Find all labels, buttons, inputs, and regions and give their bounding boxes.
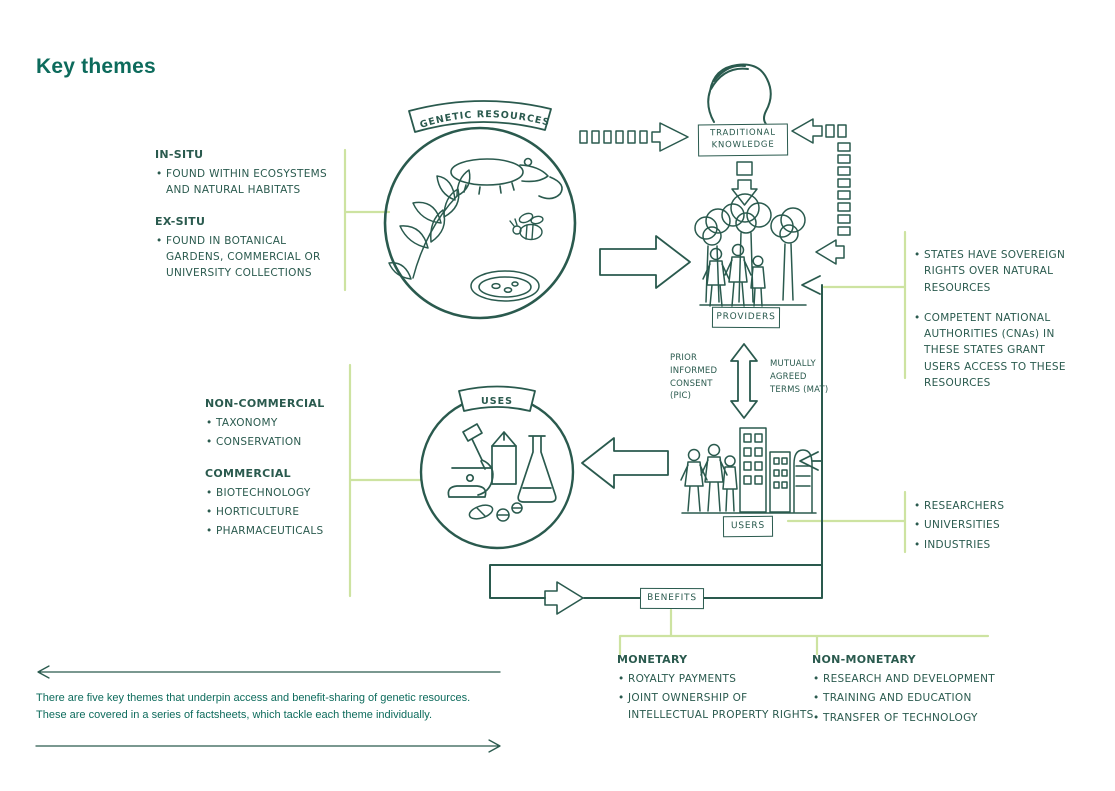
bee-icon [509, 212, 544, 241]
states-item: COMPETENT NATIONAL AUTHORITIES (CNAs) IN… [913, 310, 1081, 391]
flask-icon [517, 435, 557, 503]
mouse-icon [450, 157, 563, 200]
page-title: Key themes [36, 55, 156, 78]
milk-carton-icon [491, 431, 517, 485]
resources-to-providers-arrow-icon [599, 235, 691, 289]
providers-trees-icon [694, 193, 807, 306]
uses-label: USES [481, 396, 513, 407]
monetary-item: ROYALTY PAYMENTS [617, 671, 817, 688]
connector-brackets [343, 148, 990, 656]
providers-people-icon [702, 243, 766, 307]
uses-banner [458, 385, 536, 412]
users-to-uses-arrow-icon [581, 437, 669, 489]
monetary-heading: MONETARY [617, 653, 688, 666]
providers-box: PROVIDERS [711, 306, 781, 328]
pic-mat-double-arrow-icon [730, 343, 758, 419]
uses-circle [419, 394, 575, 550]
insitu-item: FOUND WITHIN ECOSYSTEMS AND NATURAL HABI… [155, 166, 341, 199]
footer-note: There are five key themes that underpin … [36, 692, 471, 722]
non-monetary-item: TRANSFER OF TECHNOLOGY [812, 710, 1027, 727]
mat-label: MUTUALLY AGREED TERMS (MAT) [770, 359, 829, 395]
dashed-arrow-to-knowledge-icon [579, 122, 689, 152]
arrow-right-to-benefits-icon [544, 581, 584, 615]
non-monetary-notes: NON-MONETARY RESEARCH AND DEVELOPMENT TR… [812, 651, 1027, 729]
monetary-item: JOINT OWNERSHIP OF INTELLECTUAL PROPERTY… [617, 690, 817, 723]
benefit-flow-lines [489, 275, 823, 615]
users-item: INDUSTRIES [913, 537, 1063, 554]
monetary-notes: MONETARY ROYALTY PAYMENTS JOINT OWNERSHI… [617, 651, 817, 726]
states-notes: STATES HAVE SOVEREIGN RIGHTS OVER NATURA… [913, 247, 1081, 394]
leaf-icon [388, 169, 471, 280]
states-item: STATES HAVE SOVEREIGN RIGHTS OVER NATURA… [913, 247, 1081, 296]
petri-dish-icon [470, 270, 540, 302]
non-commercial-heading: NON-COMMERCIAL [205, 397, 325, 410]
users-people-icon [680, 443, 738, 512]
pic-label: PRIOR INFORMED CONSENT (PIC) [670, 353, 718, 402]
pills-icon [468, 502, 523, 522]
benefits-box: BENEFITS [639, 587, 705, 609]
exsitu-item: FOUND IN BOTANICAL GARDENS, COMMERCIAL O… [155, 233, 341, 282]
microscope-icon [447, 423, 494, 498]
users-item: RESEARCHERS [913, 498, 1063, 515]
commercial-item: HORTICULTURE [205, 504, 375, 521]
person-head-icon [707, 63, 772, 125]
commercial-item: PHARMACEUTICALS [205, 523, 375, 540]
commercial-item: BIOTECHNOLOGY [205, 485, 375, 502]
non-monetary-item: RESEARCH AND DEVELOPMENT [812, 671, 1027, 688]
genetic-resources-circle [383, 126, 577, 320]
exsitu-heading: EX-SITU [155, 214, 206, 228]
arrow-left-to-providers-icon [801, 275, 821, 295]
traditional-knowledge-box: TRADITIONAL KNOWLEDGE [697, 123, 789, 157]
non-commercial-item: CONSERVATION [205, 434, 375, 451]
footer-arrows-icon [35, 665, 501, 753]
users-buildings-icon [681, 427, 817, 514]
dashed-arrow-providers-to-knowledge-icon [791, 118, 851, 265]
non-commercial-item: TAXONOMY [205, 415, 375, 432]
users-item: UNIVERSITIES [913, 517, 1063, 534]
insitu-exsitu-notes: IN-SITU FOUND WITHIN ECOSYSTEMS AND NATU… [155, 146, 341, 284]
non-monetary-item: TRAINING AND EDUCATION [812, 690, 1027, 707]
users-box: USERS [722, 515, 774, 537]
knowledge-to-providers-arrow-icon [731, 161, 758, 206]
genetic-resources-banner [408, 100, 552, 133]
insitu-heading: IN-SITU [155, 148, 204, 161]
uses-notes: NON-COMMERCIAL TAXONOMY CONSERVATION COM… [205, 395, 375, 542]
users-notes: RESEARCHERS UNIVERSITIES INDUSTRIES [913, 498, 1063, 556]
non-monetary-heading: NON-MONETARY [812, 653, 916, 666]
commercial-heading: COMMERCIAL [205, 466, 291, 480]
